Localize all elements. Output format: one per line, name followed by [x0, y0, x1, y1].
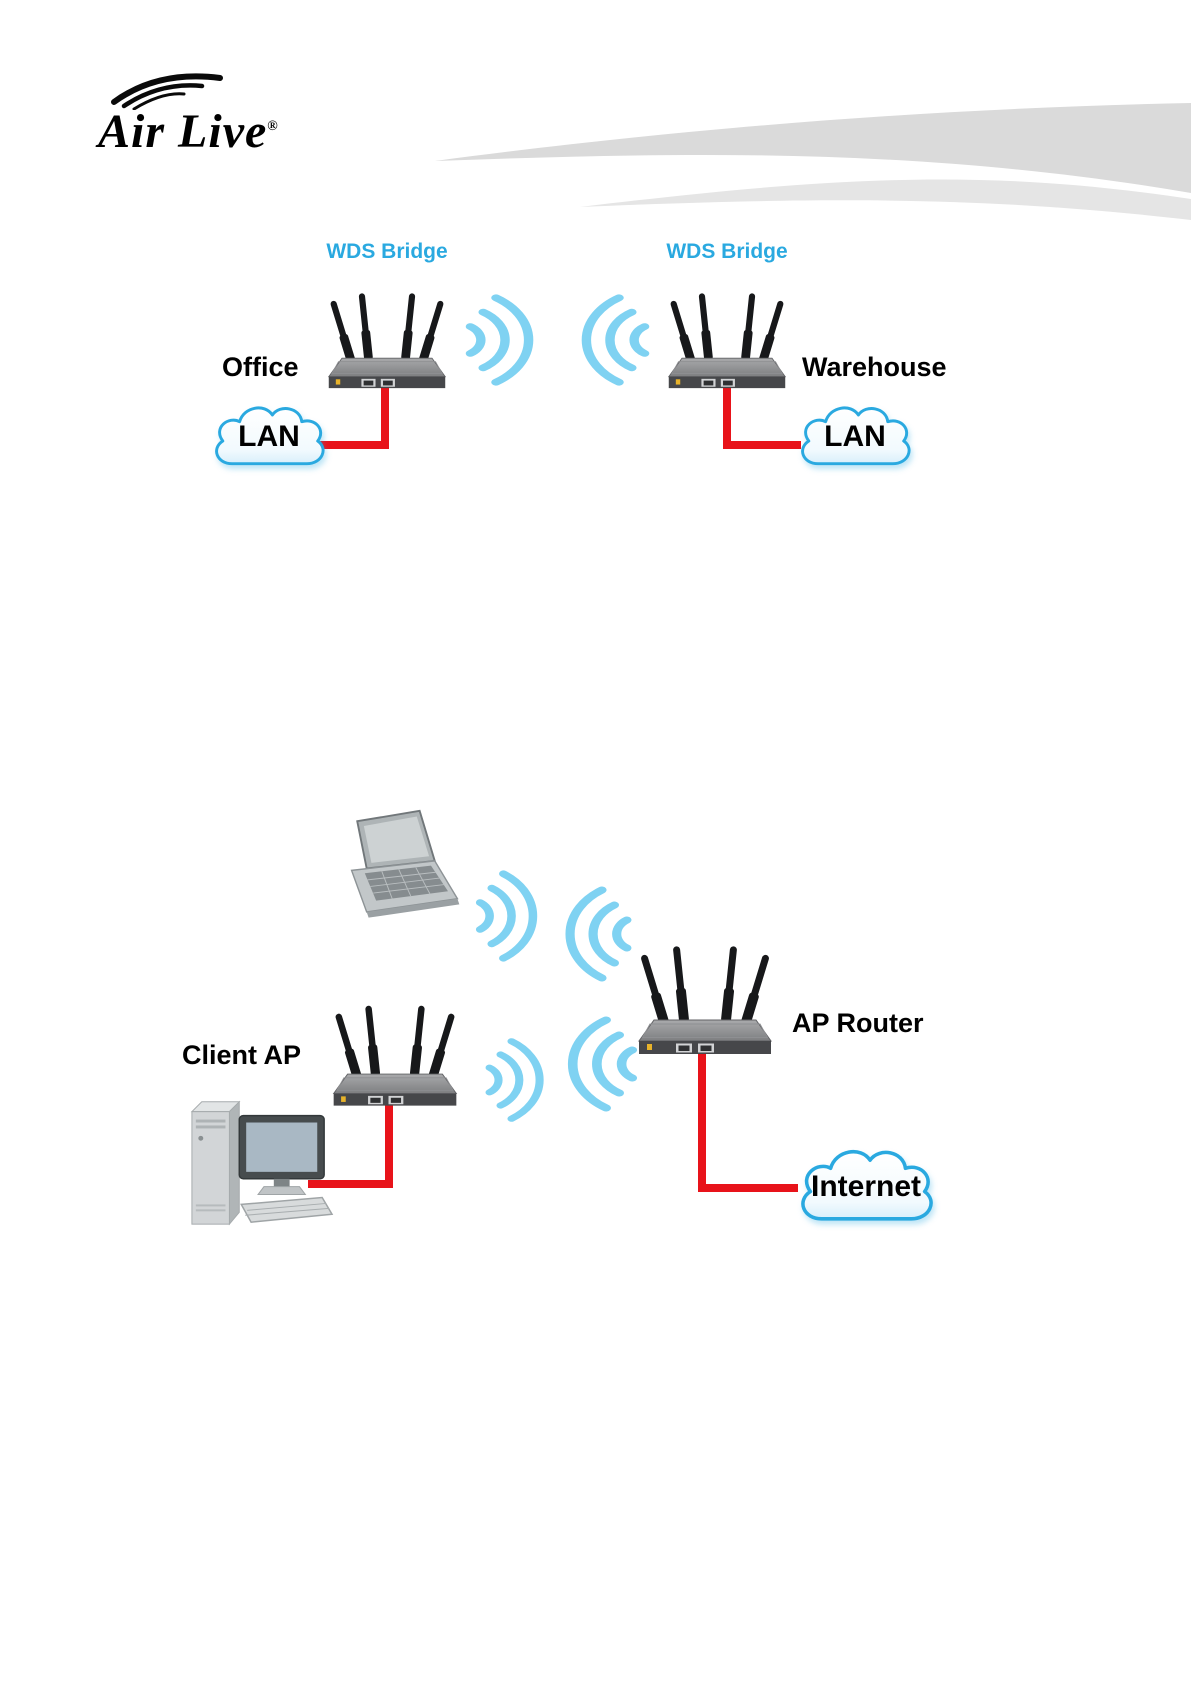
logo-wordmark: Air Live [98, 105, 268, 158]
wifi-waves-laptop-icon [468, 868, 546, 964]
wds-right-router-icon [652, 286, 802, 396]
ap-router-label: AP Router [792, 1008, 924, 1038]
ethernet-cable-office-horizontal [320, 441, 389, 449]
ethernet-cable-warehouse-vertical [723, 386, 731, 448]
ethernet-cable-office-vertical [381, 386, 389, 448]
airlive-logo: Air Live® [98, 70, 388, 162]
laptop-icon [325, 808, 467, 929]
logo-signal-icon [111, 73, 223, 110]
warehouse-label: Warehouse [802, 352, 947, 382]
ethernet-cable-client-horizontal [308, 1180, 393, 1188]
wifi-waves-router-upper-icon [556, 884, 640, 984]
wds-bridge-right-label: WDS Bridge [666, 240, 788, 263]
wifi-waves-right-icon [572, 292, 658, 388]
ethernet-cable-ap-horizontal [698, 1184, 798, 1192]
ethernet-cable-client-vertical [385, 1104, 393, 1188]
lan-left-label: LAN [238, 420, 300, 453]
wds-left-router-icon [312, 286, 462, 396]
registered-mark: ® [267, 119, 279, 134]
internet-label: Internet [810, 1170, 921, 1203]
logo-text: Air Live® [98, 104, 279, 159]
header-swoosh-decoration [435, 103, 1191, 220]
desktop-computer-icon [176, 1086, 344, 1236]
lan-right-label: LAN [824, 420, 886, 453]
ethernet-cable-ap-vertical [698, 1050, 706, 1192]
client-ap-label: Client AP [182, 1040, 302, 1070]
ethernet-cable-warehouse-horizontal [723, 441, 801, 449]
office-label: Office [222, 352, 299, 382]
wifi-waves-left-icon [457, 292, 543, 388]
wds-bridge-left-label: WDS Bridge [326, 240, 448, 263]
wifi-waves-client-icon [478, 1036, 552, 1124]
wifi-waves-router-lower-icon [558, 1014, 646, 1114]
